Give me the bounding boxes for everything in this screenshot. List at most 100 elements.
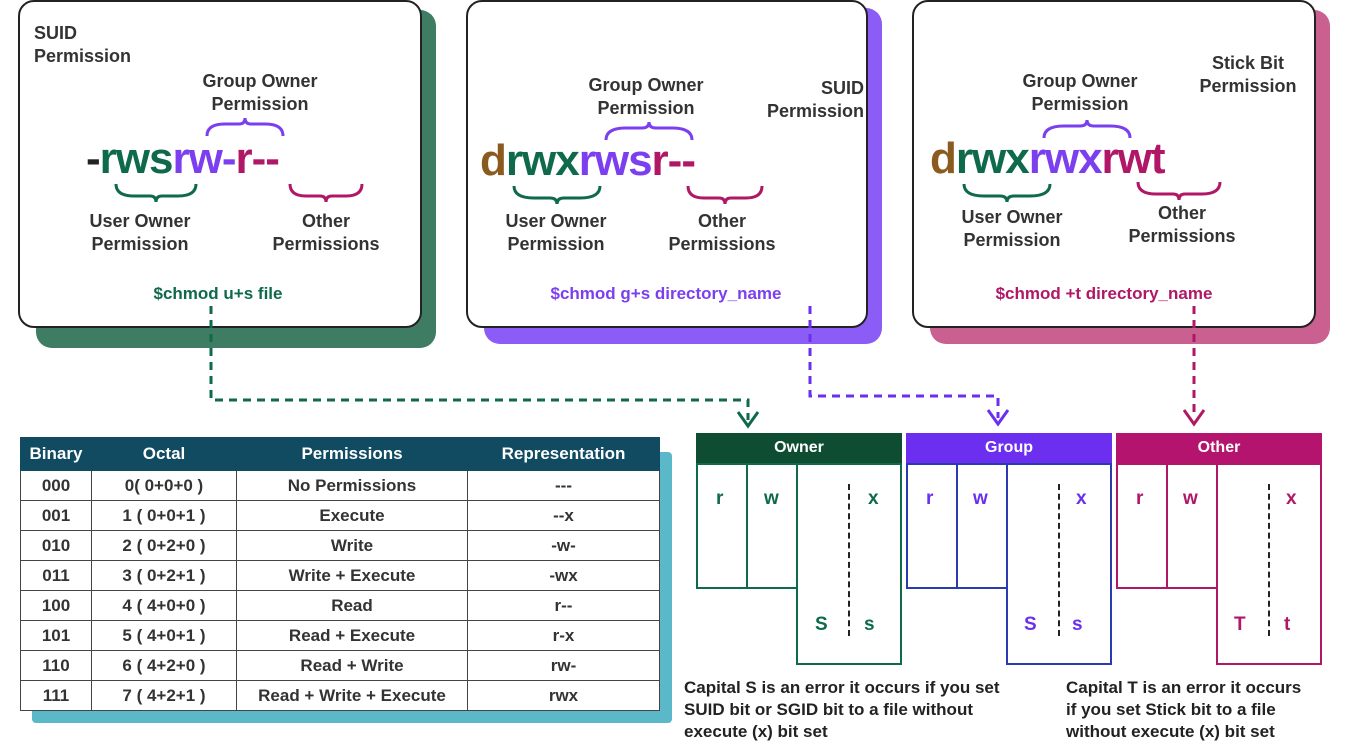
cell-permissions: Write xyxy=(236,530,468,561)
cell-permissions: Read + Write + Execute xyxy=(236,680,468,711)
header-representation: Representation xyxy=(467,437,660,471)
cell-binary: 011 xyxy=(20,560,92,591)
card-1-user-brace xyxy=(114,183,198,203)
cell-octal: 1 ( 0+0+1 ) xyxy=(91,500,237,531)
card-3-user-brace xyxy=(962,183,1052,203)
card-2-group-brace xyxy=(604,121,694,141)
cell-binary: 010 xyxy=(20,530,92,561)
owner-s: s xyxy=(864,614,875,635)
other-divider xyxy=(1268,484,1270,636)
cell-octal: 7 ( 4+2+1 ) xyxy=(91,680,237,711)
header-permissions: Permissions xyxy=(236,437,468,471)
cell-representation: --- xyxy=(467,470,660,501)
card-1-type: - xyxy=(86,134,101,183)
cell-octal: 0( 0+0+0 ) xyxy=(91,470,237,501)
other-w-cell xyxy=(1166,463,1218,589)
card-3-other: rwt xyxy=(1101,134,1166,183)
card-1-permission-string: -rwsrw-r-- xyxy=(86,134,280,183)
card-1-user: rws xyxy=(99,134,174,183)
card-suid-file xyxy=(18,0,422,328)
group-w: w xyxy=(973,488,988,509)
card-3-group-brace xyxy=(1042,119,1132,139)
card-3-group: rwx xyxy=(1028,134,1103,183)
owner-r-cell xyxy=(696,463,748,589)
card-3-permission-string: drwxrwxrwt xyxy=(930,134,1166,183)
cell-octal: 5 ( 4+0+1 ) xyxy=(91,620,237,651)
card-2-permission-string: drwxrwsr-- xyxy=(480,136,696,185)
card-2-other: r-- xyxy=(651,136,696,185)
card-3-other-brace xyxy=(1136,181,1222,201)
card-sgid-directory xyxy=(466,0,868,328)
cell-octal: 6 ( 4+2+0 ) xyxy=(91,650,237,681)
other-header: Other xyxy=(1116,433,1322,463)
cell-octal: 2 ( 0+2+0 ) xyxy=(91,530,237,561)
cell-representation: r-- xyxy=(467,590,660,621)
card-1-group-brace xyxy=(205,117,285,137)
other-r-cell xyxy=(1116,463,1168,589)
other-w: w xyxy=(1183,488,1198,509)
cell-octal: 3 ( 0+2+1 ) xyxy=(91,560,237,591)
header-octal: Octal xyxy=(91,437,237,471)
card-2-type: d xyxy=(480,136,507,185)
arrow-owner xyxy=(209,306,750,420)
other-x: x xyxy=(1286,488,1297,509)
group-S: S xyxy=(1024,614,1037,635)
header-binary: Binary xyxy=(20,437,92,471)
cell-binary: 110 xyxy=(20,650,92,681)
arrow-owner-head xyxy=(736,411,760,429)
owner-r: r xyxy=(716,488,724,509)
arrow-group-head xyxy=(986,409,1010,427)
group-s: s xyxy=(1072,614,1083,635)
cell-binary: 000 xyxy=(20,470,92,501)
cell-permissions: Read + Execute xyxy=(236,620,468,651)
group-r-cell xyxy=(906,463,958,589)
card-2-user-brace xyxy=(512,185,602,205)
cell-representation: rwx xyxy=(467,680,660,711)
cell-representation: -w- xyxy=(467,530,660,561)
card-1-command: $chmod u+s file xyxy=(153,284,283,303)
arrow-other-head xyxy=(1182,409,1206,427)
card-2-user: rwx xyxy=(505,136,580,185)
card-1-group: rw- xyxy=(172,134,236,183)
cell-permissions: Write + Execute xyxy=(236,560,468,591)
cell-permissions: No Permissions xyxy=(236,470,468,501)
cell-representation: --x xyxy=(467,500,660,531)
cell-octal: 4 ( 4+0+0 ) xyxy=(91,590,237,621)
other-t: t xyxy=(1284,614,1291,635)
octal-permission-table: Binary Octal Permissions Representation … xyxy=(20,437,660,711)
cell-representation: r-x xyxy=(467,620,660,651)
owner-w: w xyxy=(764,488,779,509)
owner-header: Owner xyxy=(696,433,902,463)
card-2-group: rws xyxy=(578,136,653,185)
group-header: Group xyxy=(906,433,1112,463)
owner-S: S xyxy=(815,614,828,635)
group-r: r xyxy=(926,488,934,509)
cell-permissions: Read + Write xyxy=(236,650,468,681)
cell-binary: 001 xyxy=(20,500,92,531)
owner-w-cell xyxy=(746,463,798,589)
cell-binary: 100 xyxy=(20,590,92,621)
group-divider xyxy=(1058,484,1060,636)
capital-s-note: Capital S is an error it occurs if you s… xyxy=(684,678,1000,741)
card-3-type: d xyxy=(930,134,957,183)
card-2-command: $chmod g+s directory_name xyxy=(550,284,782,303)
card-1-other: r-- xyxy=(235,134,279,183)
arrow-group xyxy=(808,306,1000,418)
card-2-other-brace xyxy=(686,185,764,205)
